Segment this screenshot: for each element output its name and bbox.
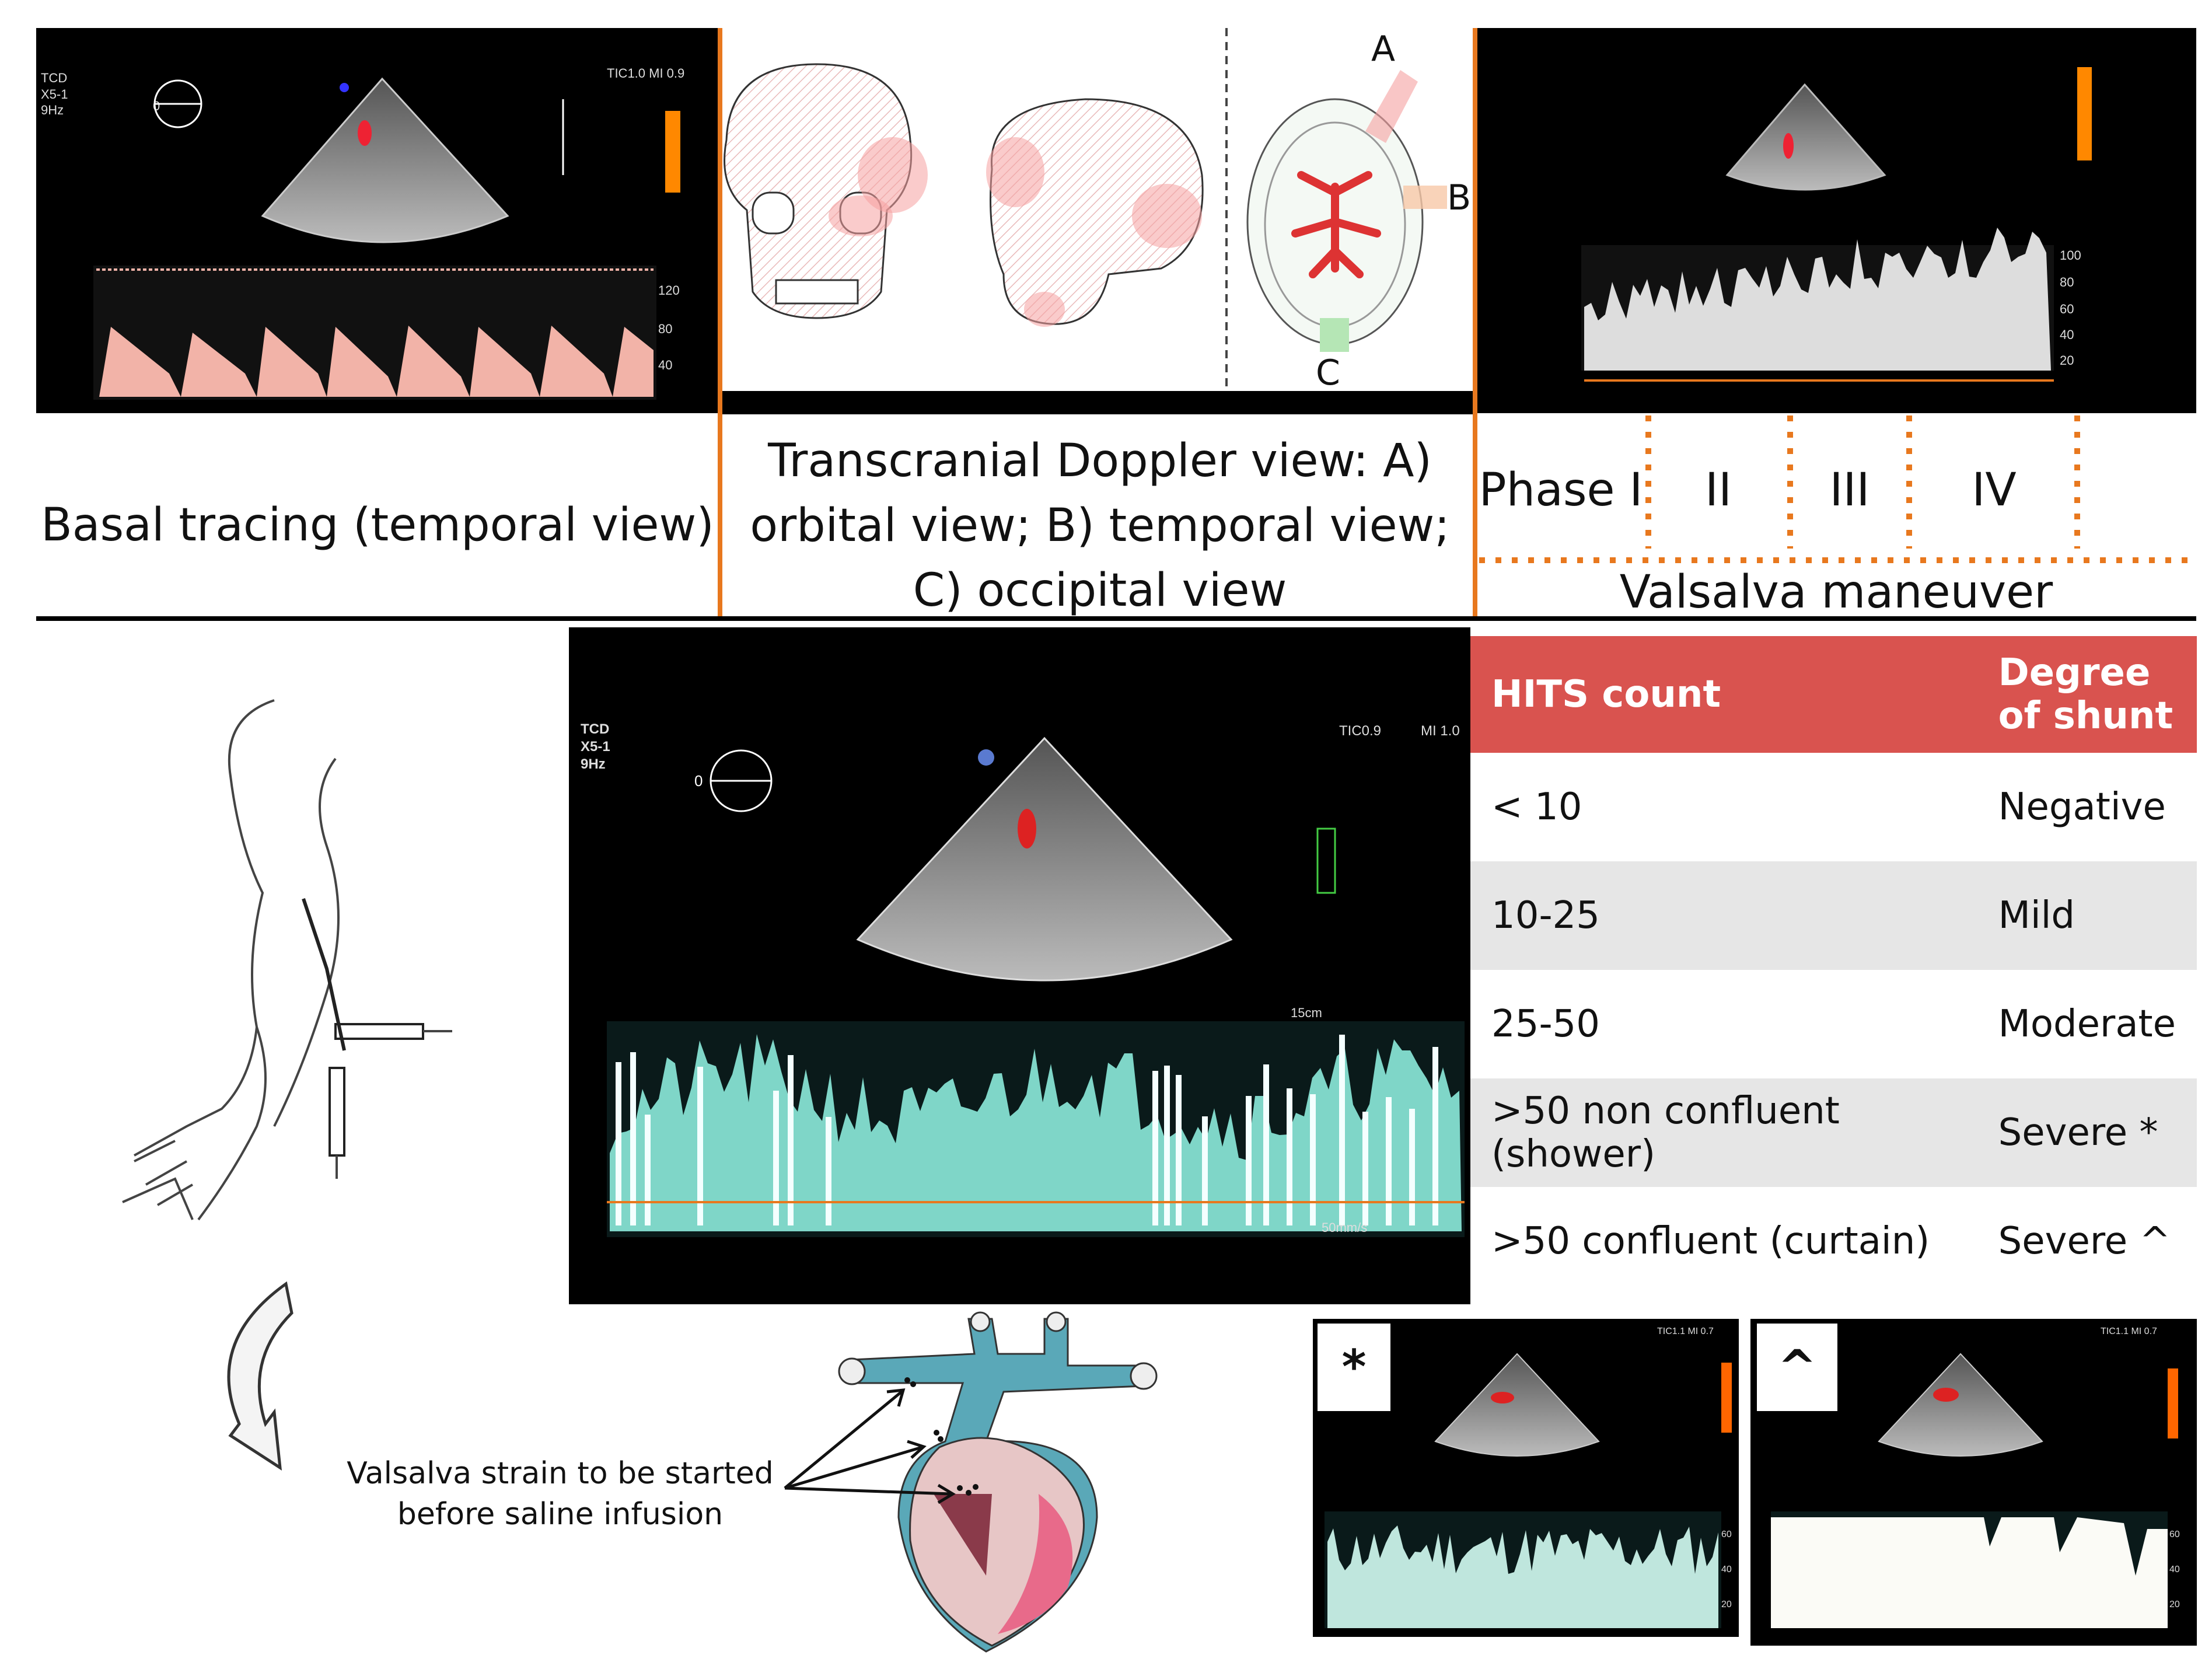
main-sweep: 50mm/s [1322,1220,1368,1235]
basal-scale-40: 40 [658,358,673,372]
basal-scale-80: 80 [658,322,673,336]
valsalva-phase-dividers [1479,415,2196,563]
valsalva-phase-4: IV [1972,464,2017,516]
valsalva-caption: Valsalva maneuver [1619,566,2053,619]
valsalva-scale-100: 100 [2060,248,2081,263]
skull-front-illustration [724,63,928,319]
degree-cell: Moderate [1977,970,2197,1078]
main-header-left: TIC0.9 [1339,723,1382,739]
curtain-sector [1878,1353,2043,1457]
header-hits-count: HITS count [1470,636,1977,753]
hits-cell: < 10 [1470,753,1977,861]
basal-header: TIC1.0 MI 0.9 [607,66,685,81]
valsalva-phase-3: III [1829,464,1870,516]
curtain-scale-60: 60 [2169,1530,2180,1539]
valsalva-note: Valsalva strain to be started before sal… [347,1456,774,1532]
valsalva-sector [1725,67,2092,191]
curtain-tag: ^ [1755,1322,1839,1413]
curtain-scale-40: 40 [2169,1565,2180,1574]
main-header-right: MI 1.0 [1421,723,1460,739]
valsalva-scale-80: 80 [2060,275,2074,289]
degree-cell: Negative [1977,753,2197,861]
hits-table-header: HITS count Degree of shunt [1470,636,2197,753]
main-sector [710,736,1336,982]
valsalva-phase-2: II [1704,464,1732,516]
brain-axial-illustration [1246,70,1447,352]
curved-arrow-icon [227,1281,293,1471]
heart-illustration [838,1311,1158,1653]
marker-b: B [1447,177,1472,218]
hits-cell: 10-25 [1470,861,1977,970]
basal-sector [153,77,680,243]
shower-scale-20: 20 [1721,1600,1732,1609]
basal-doppler-waveform [93,266,656,400]
marker-c: C [1316,352,1340,393]
skull-side-illustration [986,98,1204,327]
table-row: >50 non confluent (shower)Severe * [1470,1078,2197,1187]
valsalva-scale-40: 40 [2060,327,2074,342]
shower-header: TIC1.1 MI 0.7 [1657,1326,1714,1336]
views-caption: Transcranial Doppler view: A) orbital vi… [750,435,1450,617]
valsalva-scale-60: 60 [2060,302,2074,316]
main-doppler-waveform [607,1021,1465,1237]
views-bottom-bar [721,391,1476,414]
main-depth: 15cm [1291,1005,1322,1020]
degree-cell: Mild [1977,861,2197,970]
curtain-header: TIC1.1 MI 0.7 [2101,1326,2157,1336]
hits-cell: >50 confluent (curtain) [1470,1187,1977,1296]
shower-tag: * [1316,1322,1392,1413]
shower-scale-40: 40 [1721,1565,1732,1574]
degree-cell: Severe ^ [1977,1187,2197,1296]
valsalva-phase-1: Phase I [1479,464,1643,516]
curtain-scale-20: 20 [2169,1600,2180,1609]
main-zero: 0 [694,772,703,790]
curtain-waveform [1771,1517,2168,1628]
arm-illustration [122,699,452,1221]
pointer-arrows [784,1388,956,1504]
header-degree: Degree of shunt [1977,636,2197,753]
valsalva-doppler-waveform [1581,228,2054,382]
shower-waveform [1327,1525,1718,1628]
shower-scale-60: 60 [1721,1530,1732,1539]
table-row: >50 confluent (curtain)Severe ^ [1470,1187,2197,1296]
basal-scale-120: 120 [658,283,680,298]
hits-cell: 25-50 [1470,970,1977,1078]
marker-a: A [1371,29,1396,69]
hits-cell: >50 non confluent (shower) [1470,1078,1977,1187]
valsalva-scale-20: 20 [2060,353,2074,368]
degree-cell: Severe * [1977,1078,2197,1187]
basal-caption: Basal tracing (temporal view) [41,499,714,551]
shower-sector [1434,1353,1600,1457]
